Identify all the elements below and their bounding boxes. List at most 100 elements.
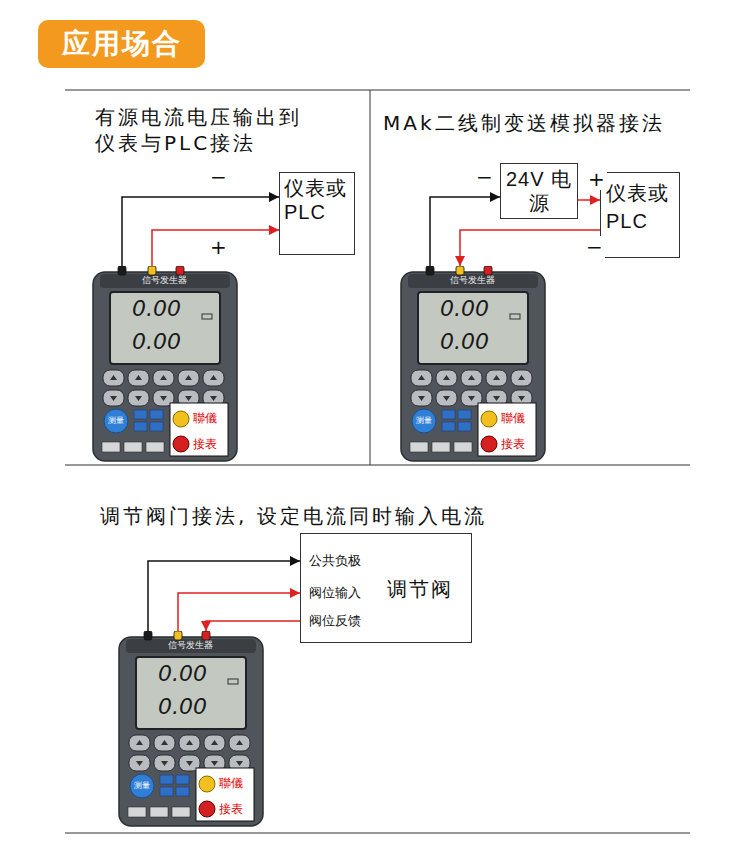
small-key [124, 442, 142, 452]
terminal-jack [118, 266, 126, 275]
signal-generator: 信号发生器0.000.00测量聯儀接表 [400, 266, 546, 462]
arrow-key-symbol [210, 375, 217, 380]
lcd-screen [136, 657, 246, 729]
jack-label: 聯儀 [219, 776, 243, 790]
panel-heading: MAk二线制变送模拟器接法 [383, 110, 665, 136]
arrow-key-symbol [135, 396, 142, 401]
arrow-key [154, 735, 175, 751]
function-key [458, 422, 471, 431]
arrow-key-symbol [160, 396, 167, 401]
box-text: 仪表或 PLC [284, 176, 350, 224]
arrow-key-symbol [136, 761, 143, 766]
device-top-band [408, 274, 538, 288]
signal-generator-illustration [118, 631, 264, 827]
control-valve-box: 调节阀公共负极阀位输入阀位反馈 [300, 533, 472, 643]
lcd-reading: 0.00 [158, 661, 207, 687]
small-key [102, 442, 120, 452]
signal-generator: 信号发生器0.000.00测量聯儀接表 [118, 631, 264, 827]
yellow-jack-button [173, 411, 189, 427]
lcd-reading: 0.00 [132, 329, 181, 355]
lcd-reading: 0.00 [440, 329, 489, 355]
arrow-key-symbol [418, 375, 425, 380]
box-text: 仪表或 PLC [606, 179, 674, 235]
signal-generator-illustration [400, 266, 546, 462]
jack-label: 接表 [219, 802, 243, 816]
port-label: 公共负极 [309, 553, 361, 569]
arrow-key-symbol [236, 761, 243, 766]
wire-connector [152, 230, 279, 266]
divider-line [65, 465, 690, 466]
device-top-band [126, 639, 256, 653]
arrow-key [154, 755, 175, 771]
arrow-key [461, 370, 482, 386]
lcd-screen [110, 292, 220, 364]
arrow-key-symbol [518, 396, 525, 401]
arrow-key-symbol [418, 396, 425, 401]
instrument-box: 仪表或 PLC [279, 172, 355, 255]
signal-generator-illustration [92, 266, 238, 462]
divider-line [370, 90, 371, 465]
function-key [176, 787, 189, 796]
arrow-key [511, 370, 532, 386]
arrow-key-symbol [185, 396, 192, 401]
terminal-jack [148, 266, 156, 275]
wire-connector [430, 197, 500, 266]
arrow-key-symbol [443, 396, 450, 401]
arrow-key [436, 390, 457, 406]
small-key [454, 442, 472, 452]
annotation-frame [196, 768, 254, 821]
jack-label: 聯儀 [193, 411, 217, 425]
function-key [458, 410, 471, 419]
function-key [442, 410, 455, 419]
arrow-key [411, 390, 432, 406]
button-label: 测量 [108, 416, 124, 426]
function-key [150, 410, 163, 419]
terminal-jack [174, 631, 182, 640]
device-top-band [100, 274, 230, 288]
arrow-key [128, 390, 149, 406]
instrument-box: 仪表或 PLC [600, 172, 680, 258]
arrow-key-symbol [236, 740, 243, 745]
lcd-reading: 0.00 [132, 296, 181, 322]
arrow-key [103, 390, 124, 406]
title-badge: 应用场合 [38, 20, 205, 68]
small-key [146, 442, 164, 452]
arrow-key [153, 370, 174, 386]
wire-connector [578, 199, 600, 201]
arrow-key-symbol [110, 375, 117, 380]
terminal-jack [202, 631, 210, 640]
measure-button [412, 409, 436, 433]
small-key [172, 807, 190, 817]
small-key [410, 442, 428, 452]
lcd-reading: 0.00 [158, 694, 207, 720]
device-body [93, 272, 237, 461]
panel-heading: 调节阀门接法, 设定电流同时输入电流 [100, 503, 487, 529]
lcd-reading: 0.00 [440, 296, 489, 322]
device-body [401, 272, 545, 461]
wire-connector [460, 230, 600, 266]
arrow-key-symbol [468, 375, 475, 380]
arrow-key [229, 735, 250, 751]
small-key [150, 807, 168, 817]
valve-name: 调节阀 [387, 577, 453, 601]
box-text: 24V 电源 [505, 167, 573, 215]
arrow-key [179, 735, 200, 751]
device-brand: 信号发生器 [168, 640, 213, 651]
arrow-key [436, 370, 457, 386]
arrow-key [204, 735, 225, 751]
battery-icon [228, 679, 238, 684]
small-key [128, 807, 146, 817]
divider-line [65, 833, 690, 834]
device-brand: 信号发生器 [450, 275, 495, 286]
wire-connector [178, 593, 300, 631]
polarity-sign: + [208, 236, 229, 258]
function-key [442, 422, 455, 431]
arrow-key-symbol [186, 761, 193, 766]
function-key [134, 422, 147, 431]
arrow-key-symbol [443, 375, 450, 380]
arrow-key [129, 755, 150, 771]
red-jack-button [173, 436, 189, 452]
terminal-jack [484, 266, 492, 275]
arrow-key-symbol [161, 740, 168, 745]
